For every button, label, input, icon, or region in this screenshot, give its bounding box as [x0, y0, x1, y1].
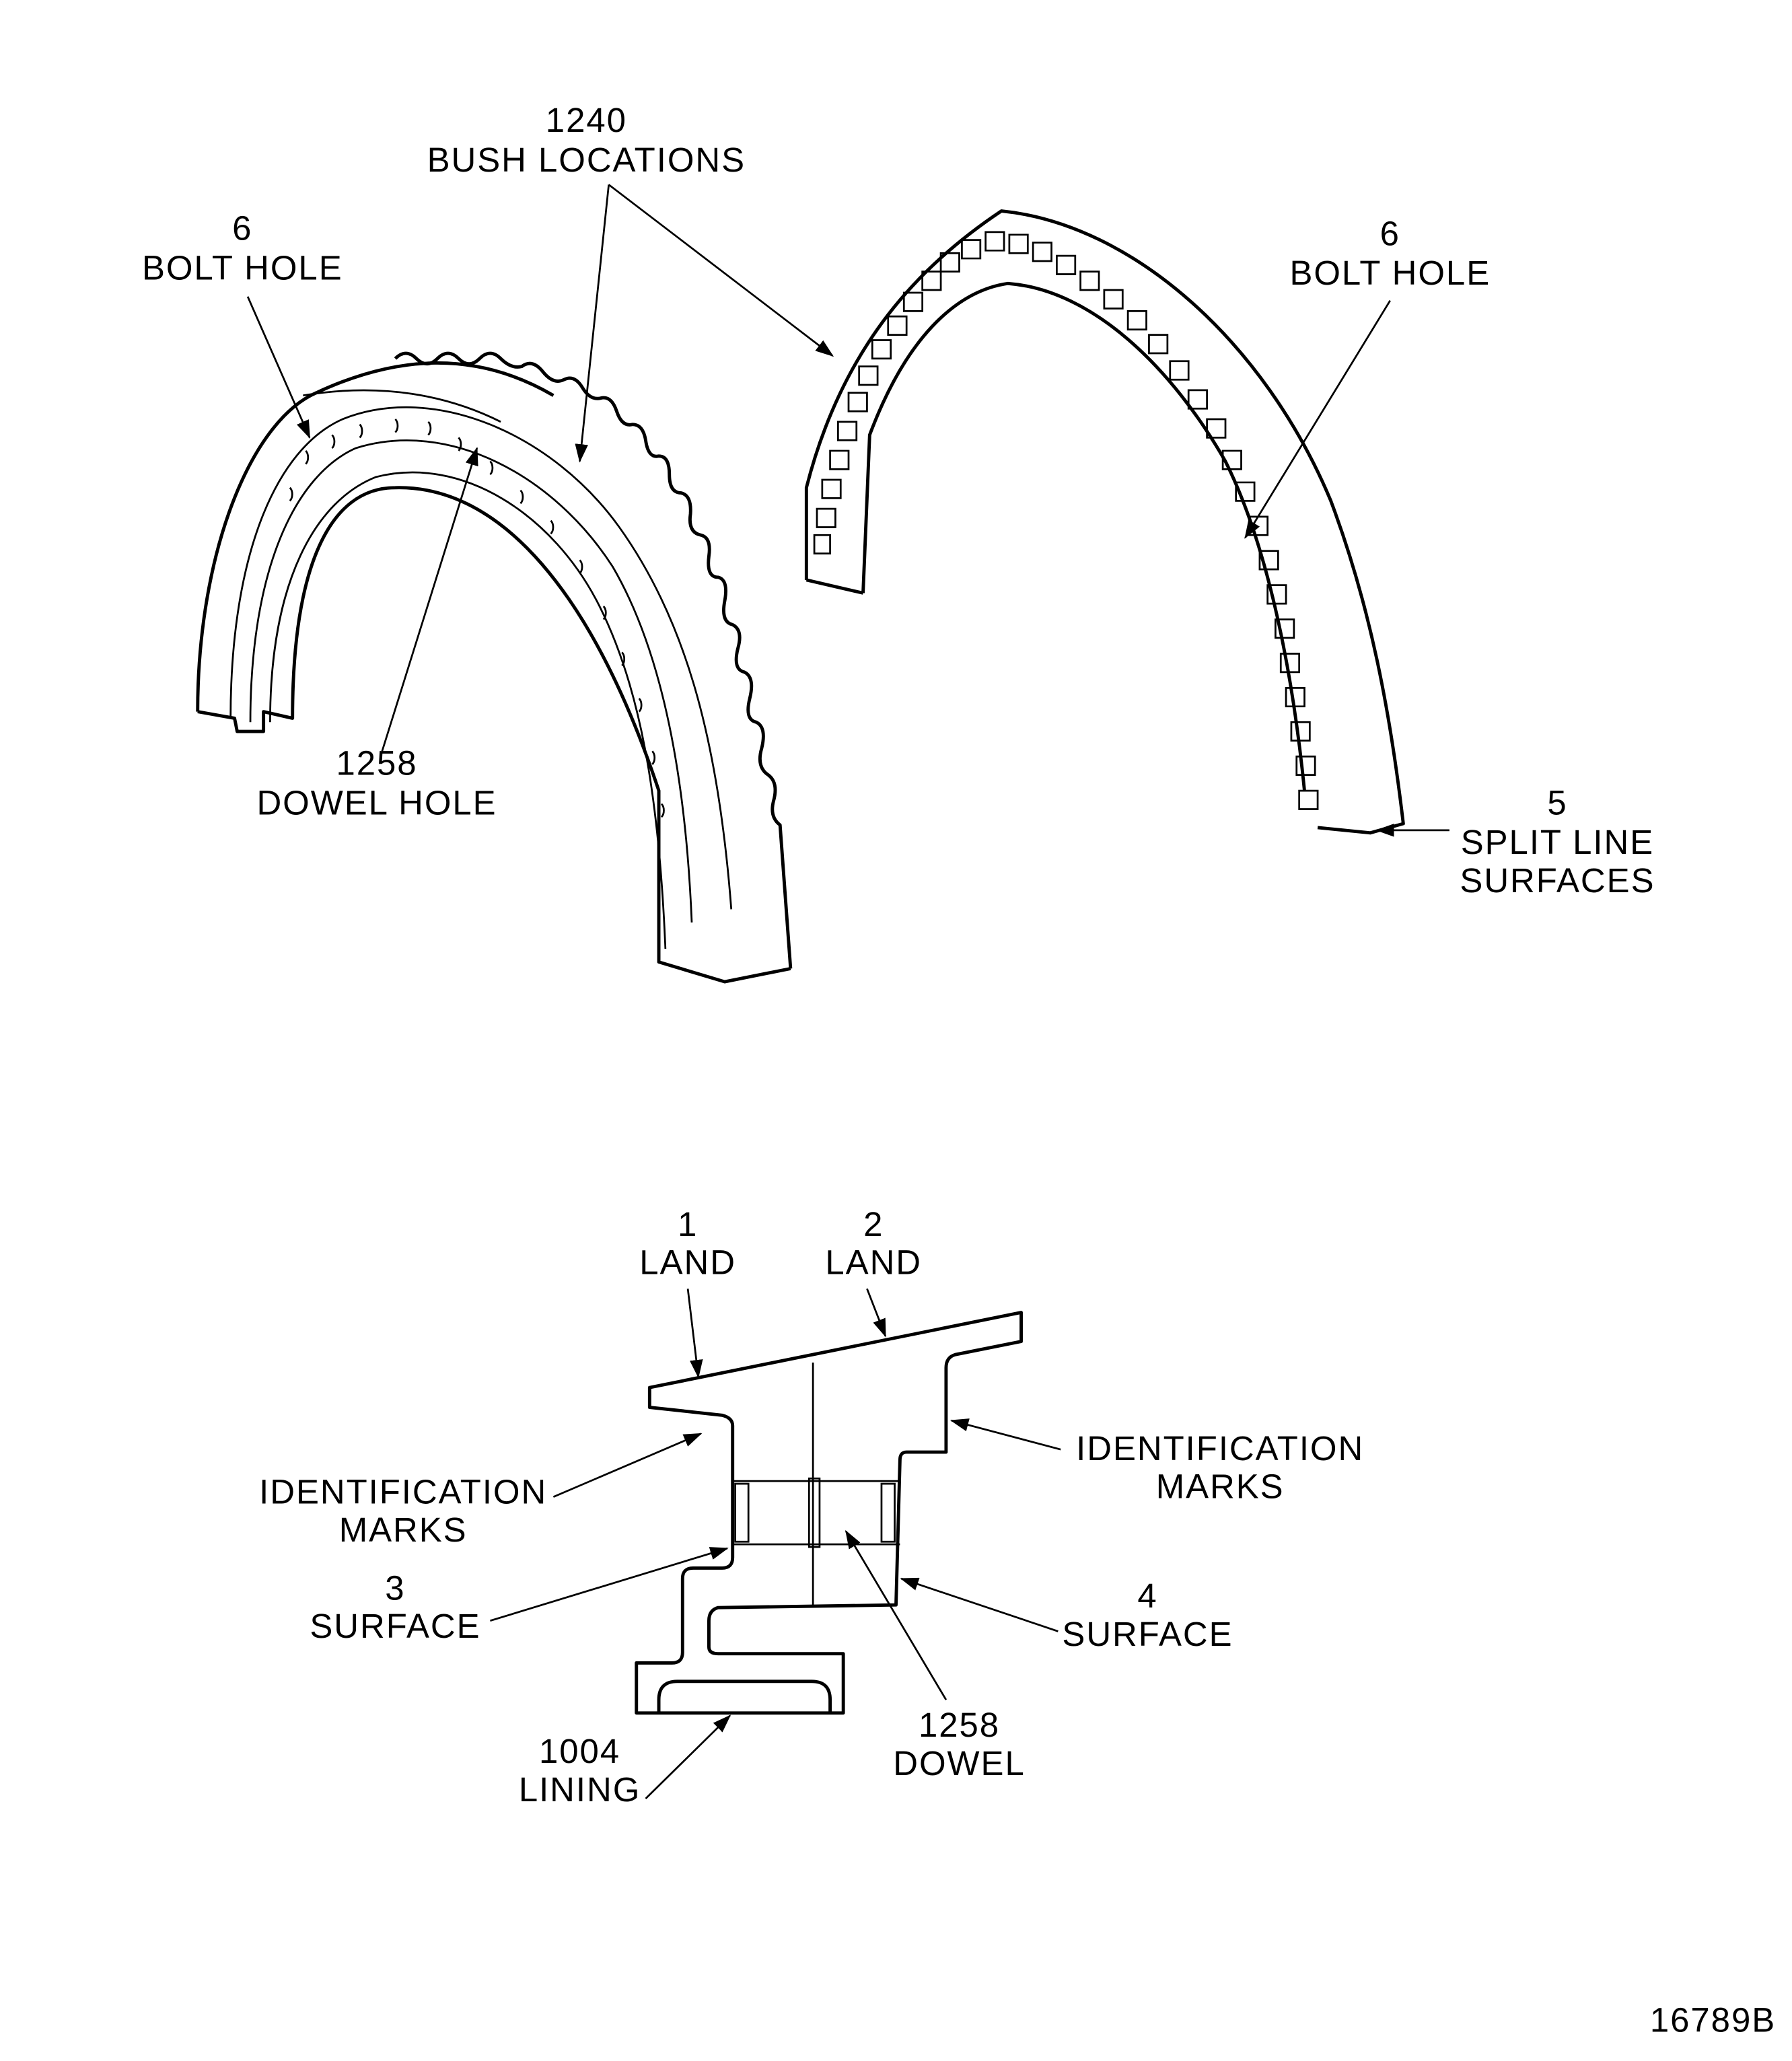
surface4-label: SURFACE — [1062, 1615, 1233, 1653]
lining-label: LINING — [519, 1770, 641, 1809]
id-marks-right-2: MARKS — [1156, 1468, 1285, 1506]
bushes — [813, 231, 1319, 810]
id-marks-right-1: IDENTIFICATION — [1076, 1429, 1364, 1468]
dowel-qty: 1258 — [919, 1706, 1000, 1744]
bolt-holes — [289, 418, 665, 818]
surface3-label: SURFACE — [310, 1607, 480, 1645]
surface3-qty: 3 — [385, 1568, 405, 1607]
surface4-qty: 4 — [1137, 1577, 1157, 1615]
bolt-right-label: BOLT HOLE — [1289, 254, 1491, 292]
callout-labels: 1240 BUSH LOCATIONS 6 BOLT HOLE 6 BOLT H… — [142, 101, 1776, 2039]
bush-qty: 1240 — [546, 101, 627, 139]
land2-qty: 2 — [863, 1205, 884, 1243]
bolt-left-label: BOLT HOLE — [142, 248, 343, 287]
figure-id: 16789B — [1650, 2001, 1776, 2039]
id-marks-left-2: MARKS — [339, 1511, 468, 1549]
land1-qty: 1 — [678, 1205, 698, 1243]
bolt-left-qty: 6 — [232, 209, 252, 248]
left-half-ring — [196, 351, 793, 984]
split-qty: 5 — [1547, 783, 1567, 822]
dowel-hole-qty: 1258 — [336, 744, 417, 783]
cross-section — [635, 1311, 1023, 1715]
lining-qty: 1004 — [539, 1732, 620, 1770]
split-label-1: SPLIT LINE — [1461, 823, 1654, 861]
bush-label: BUSH LOCATIONS — [427, 141, 746, 179]
split-label-2: SURFACES — [1460, 861, 1655, 900]
leader-lines — [246, 184, 1449, 1800]
id-marks-left-1: IDENTIFICATION — [259, 1472, 547, 1511]
bolt-right-qty: 6 — [1380, 214, 1400, 252]
dowel-hole-label: DOWEL HOLE — [256, 783, 497, 822]
land1-label: LAND — [639, 1243, 736, 1282]
land2-label: LAND — [825, 1243, 922, 1282]
right-half-ring — [804, 209, 1405, 835]
dowel-label: DOWEL — [893, 1744, 1025, 1782]
